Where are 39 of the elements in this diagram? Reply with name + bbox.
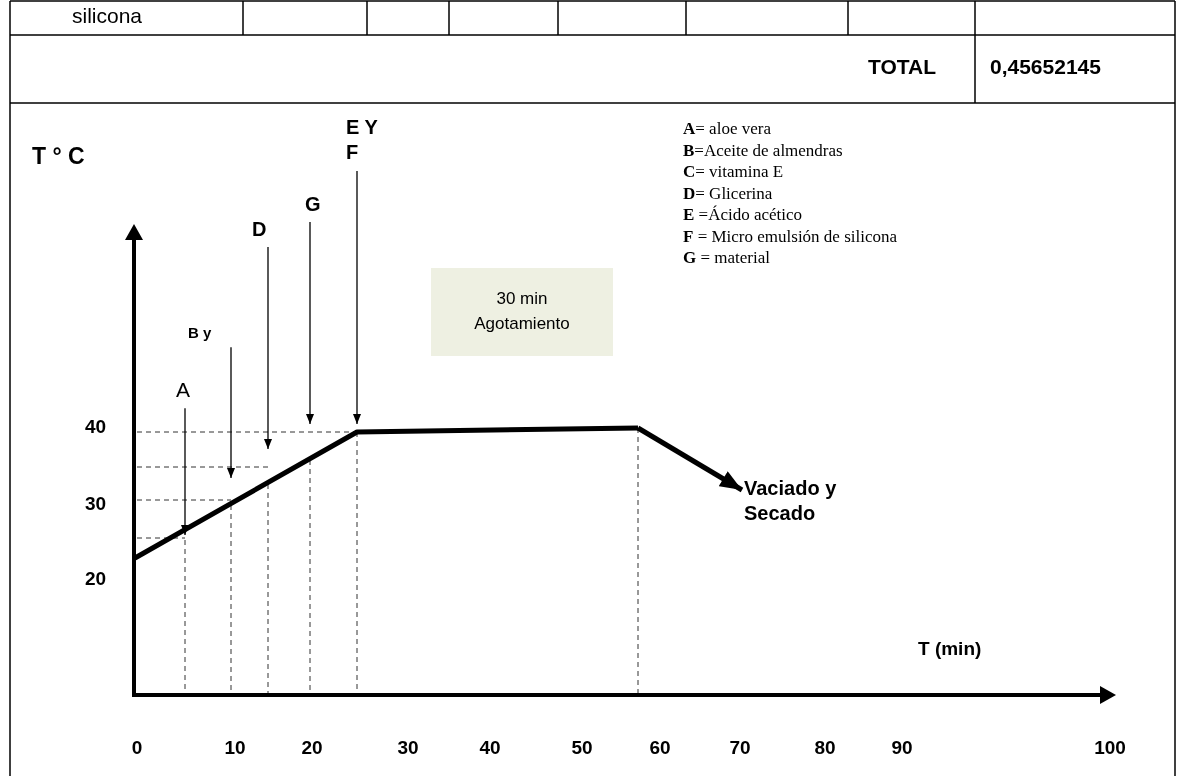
total-label: TOTAL — [868, 55, 937, 80]
axis-tick-label: 60 — [649, 737, 671, 759]
legend-entry: C= vitamina E — [683, 163, 784, 180]
table-cell-text: silicona — [72, 4, 143, 29]
addition-label: A — [176, 378, 198, 403]
process-label: Vaciado y Secado — [744, 476, 869, 526]
axis-tick-label: 30 — [85, 493, 107, 515]
axis-tick-label: 50 — [571, 737, 593, 759]
total-value: 0,45652145 — [990, 55, 1101, 80]
legend-entry: B=Aceite de almendras — [683, 141, 843, 159]
addition-label: D — [252, 218, 278, 241]
legend-entry: G = material — [683, 249, 770, 266]
axis-tick-label: 70 — [729, 737, 751, 759]
axis-tick-label: 20 — [85, 568, 107, 590]
axis-tick-label: 0 — [131, 737, 143, 759]
axis-tick-label: 40 — [479, 737, 501, 759]
axis-title: T (min) — [918, 638, 982, 660]
axis-tick-label: 10 — [224, 737, 246, 759]
axis-title: T ° C — [32, 143, 85, 170]
arrow — [306, 221, 314, 425]
axis-tick-label: 40 — [85, 416, 107, 438]
addition-label: G — [305, 193, 331, 216]
axis-tick-label: 30 — [397, 737, 419, 759]
arrow — [636, 425, 744, 493]
legend-entry: F = Micro emulsión de silicona — [683, 227, 898, 245]
arrow — [353, 170, 361, 425]
addition-label: E Y F — [346, 115, 386, 165]
arrow — [227, 346, 235, 479]
axis-tick-label: 20 — [301, 737, 323, 759]
arrow — [264, 246, 272, 450]
process-box: 30 min Agotamiento — [431, 268, 613, 356]
legend-entry: E =Ácido acético — [683, 206, 803, 223]
axis-tick-label: 80 — [814, 737, 836, 759]
legend-entry: D= Glicerina — [683, 184, 773, 202]
arrow — [181, 407, 189, 536]
legend-entry: A= aloe vera — [683, 120, 771, 137]
axis-tick-label: 90 — [891, 737, 913, 759]
addition-label: B y — [188, 324, 234, 342]
axis-tick-label: 100 — [1094, 737, 1126, 759]
